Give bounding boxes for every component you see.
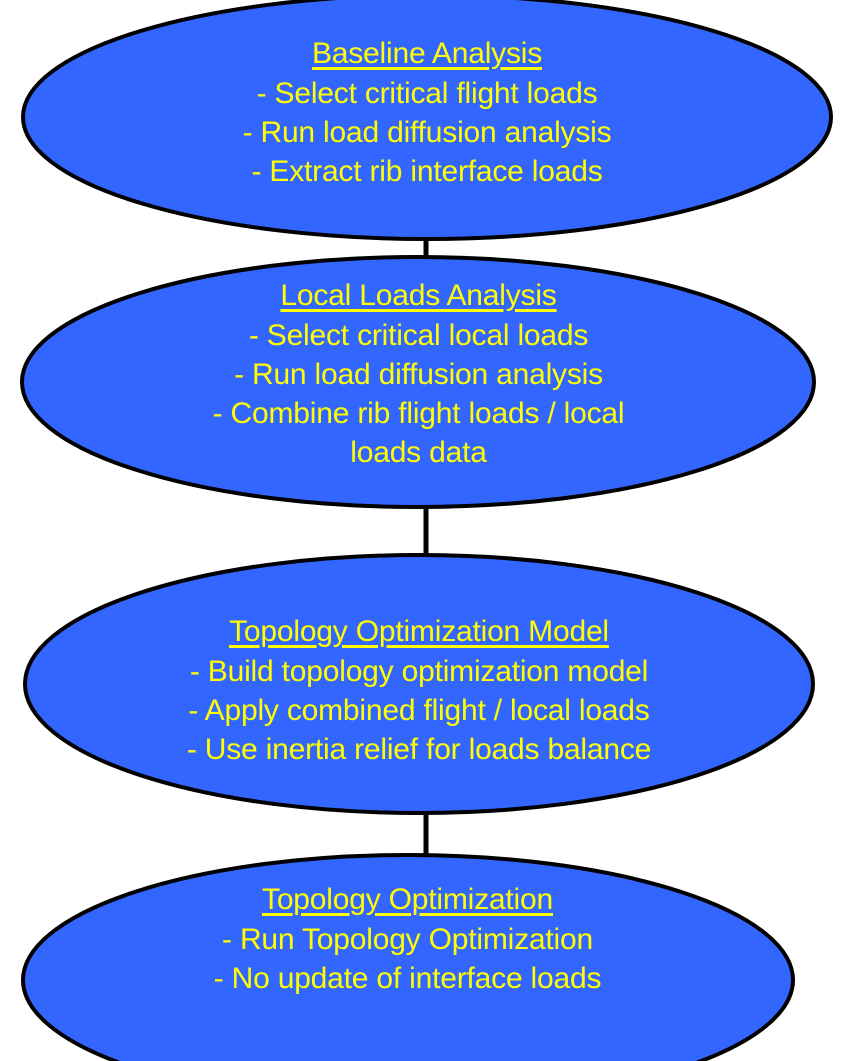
node-ellipse-local-loads-analysis[interactable] <box>20 255 816 509</box>
node-ellipse-baseline-analysis[interactable] <box>21 0 833 241</box>
node-ellipse-topology-optimization[interactable] <box>21 853 795 1061</box>
node-ellipse-topology-optimization-model[interactable] <box>23 553 815 815</box>
